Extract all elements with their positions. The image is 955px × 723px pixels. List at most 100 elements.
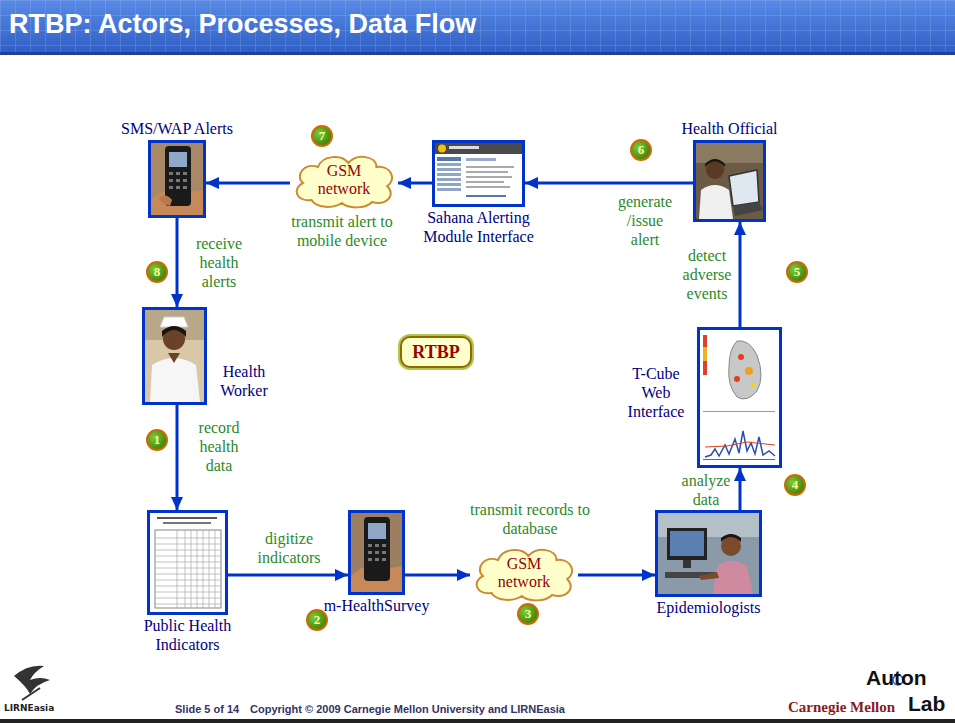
step-label: record health data <box>188 418 250 475</box>
nurse-photo <box>160 317 188 327</box>
callout-number: 4 <box>784 474 806 496</box>
footer-rule <box>0 719 955 723</box>
sahana-screenshot <box>466 171 508 173</box>
phone-illustration <box>183 186 187 189</box>
actor-caption: m-HealthSurvey <box>307 596 447 615</box>
phone-illustration <box>351 513 402 592</box>
lab-logo: Lab <box>908 692 945 716</box>
phone-illustration <box>169 186 173 189</box>
lirne-logo <box>14 666 50 700</box>
tcube-screenshot <box>751 383 756 388</box>
official-photo <box>696 143 763 219</box>
sahana-screenshot <box>438 145 446 153</box>
nurse-photo <box>168 353 180 363</box>
phone-illustration <box>375 551 379 554</box>
epidemiologist-photo <box>658 513 759 594</box>
network-cloud: GSM network <box>470 543 578 603</box>
sahana-screenshot <box>466 195 506 197</box>
step-label: transmit alert to mobile device <box>282 212 402 250</box>
callout-number: 1 <box>146 429 168 451</box>
tcube-screenshot <box>729 341 761 399</box>
phone-illustration <box>176 186 180 189</box>
flow-arrow <box>176 218 179 307</box>
step-label: detect adverse events <box>678 246 736 303</box>
survey-form <box>163 522 211 524</box>
slide-number: Slide 5 of 14 <box>175 703 239 715</box>
phone-illustration <box>368 544 372 547</box>
nurse-photo <box>162 326 186 337</box>
actor-image-box: Sahana Alerting Module Interface <box>432 140 525 207</box>
actor-caption: Sahana Alerting Module Interface <box>416 208 542 246</box>
sahana-screenshot <box>437 163 461 166</box>
callout-number: 7 <box>311 125 333 147</box>
tcube-screenshot <box>705 431 775 457</box>
system-name: RTBP <box>412 342 459 363</box>
flow-arrow <box>405 574 470 577</box>
lirne-logo <box>22 688 40 700</box>
phone-illustration <box>382 551 386 554</box>
tcube-screenshot <box>700 330 779 465</box>
epidemiologist-photo <box>699 572 719 580</box>
flow-arrow <box>398 182 432 185</box>
phone-illustration <box>368 551 372 554</box>
sahana-screenshot <box>466 181 504 183</box>
phone-illustration <box>158 195 172 206</box>
lab-logo: Auton <box>866 666 927 690</box>
cloud-text-wrap: GSM network <box>308 162 380 198</box>
title-bar <box>0 0 955 55</box>
callout-number: 8 <box>146 261 168 283</box>
actor-caption: Public Health Indicators <box>135 616 241 654</box>
step-label: analyze data <box>676 471 736 509</box>
flow-arrow <box>739 468 742 510</box>
actor-image-box: Health Worker <box>142 307 207 405</box>
sahana-screenshot <box>466 166 514 168</box>
copyright-note: Copyright © 2009 Carnegie Mellon Univers… <box>250 703 565 715</box>
epidemiologist-photo <box>721 534 741 542</box>
university-logo: Carnegie Mellon <box>788 699 895 716</box>
tcube-screenshot <box>703 335 707 375</box>
network-cloud: GSM network <box>290 150 398 210</box>
nurse-photo <box>145 310 204 402</box>
lirne-logo <box>14 666 50 694</box>
survey-form <box>177 530 215 608</box>
phone-illustration <box>169 179 173 182</box>
sahana-screenshot <box>437 173 461 176</box>
epidemiologist-photo <box>658 513 759 594</box>
official-photo <box>696 143 763 219</box>
sahana-screenshot <box>437 183 461 186</box>
callout-number: 6 <box>630 139 652 161</box>
flow-arrow <box>206 182 290 185</box>
tcube-screenshot <box>703 411 775 412</box>
cloud-text-wrap: GSM network <box>488 555 560 591</box>
official-photo <box>705 159 725 167</box>
epidemiologist-photo <box>670 531 704 556</box>
sahana-screenshot <box>435 143 522 154</box>
phone-illustration <box>368 558 372 561</box>
flow-arrow <box>228 574 348 577</box>
sahana-screenshot <box>466 176 512 178</box>
flow-arrow <box>739 222 742 327</box>
slide-title: RTBP: Actors, Processes, Data Flow <box>9 9 476 40</box>
callout-number: 3 <box>517 603 539 625</box>
network-label: GSM network <box>308 162 380 198</box>
tcube-screenshot <box>738 354 744 360</box>
official-photo <box>729 170 759 206</box>
phone-illustration <box>364 517 390 581</box>
actor-caption: Health Official <box>655 119 805 138</box>
tcube-screenshot <box>703 347 707 361</box>
official-photo <box>733 202 763 216</box>
badge-text-wrap: RTBP <box>412 342 459 363</box>
survey-form <box>150 513 225 612</box>
title-bar <box>0 0 955 52</box>
sahana-screenshot <box>437 178 461 181</box>
phone-illustration <box>375 558 379 561</box>
system-badge: RTBP <box>400 336 472 368</box>
nurse-photo <box>145 310 204 402</box>
actor-image-box: SMS/WAP Alerts <box>148 140 206 218</box>
tcube-screenshot <box>705 442 775 447</box>
sahana-screenshot <box>466 186 510 188</box>
flow-arrow <box>578 574 655 577</box>
sahana-screenshot <box>437 157 461 161</box>
actor-image-box: m-HealthSurvey <box>348 510 405 595</box>
